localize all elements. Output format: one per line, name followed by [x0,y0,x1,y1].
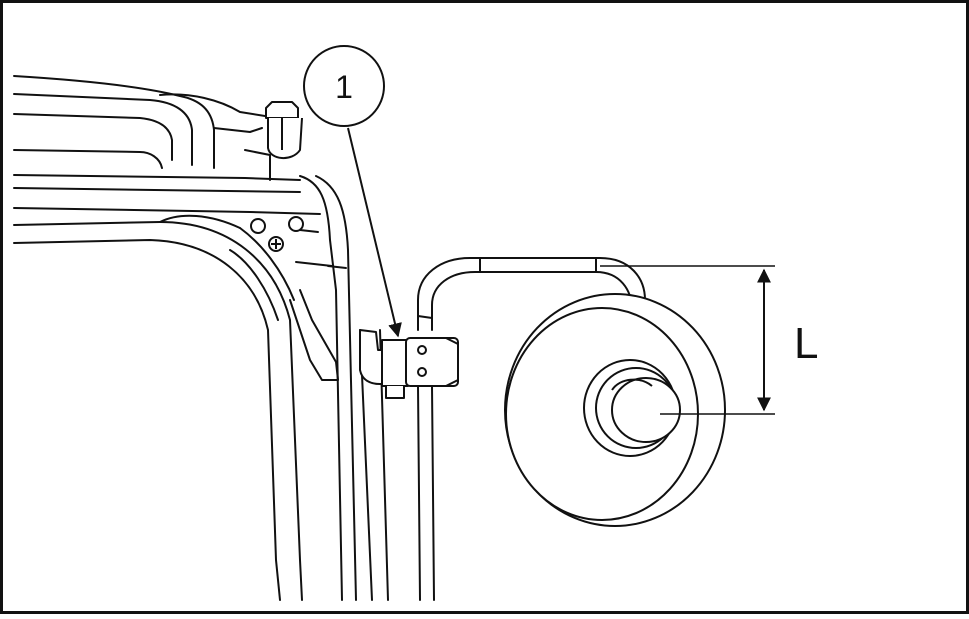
mirror-arm-lower [417,385,435,601]
dimension-L [600,265,775,415]
callout-circle [303,45,385,127]
callout-leader [347,127,402,338]
dimension-label: L [794,319,818,368]
mirror-head [504,293,726,527]
roof-bolt [265,101,303,159]
cab-roof [13,75,321,215]
frame-bolt-holes [250,216,304,252]
cab-frame [13,175,389,601]
mirror-bracket [359,329,459,399]
callout-number: 1 [335,69,353,105]
callout-1: 1 [303,45,402,338]
